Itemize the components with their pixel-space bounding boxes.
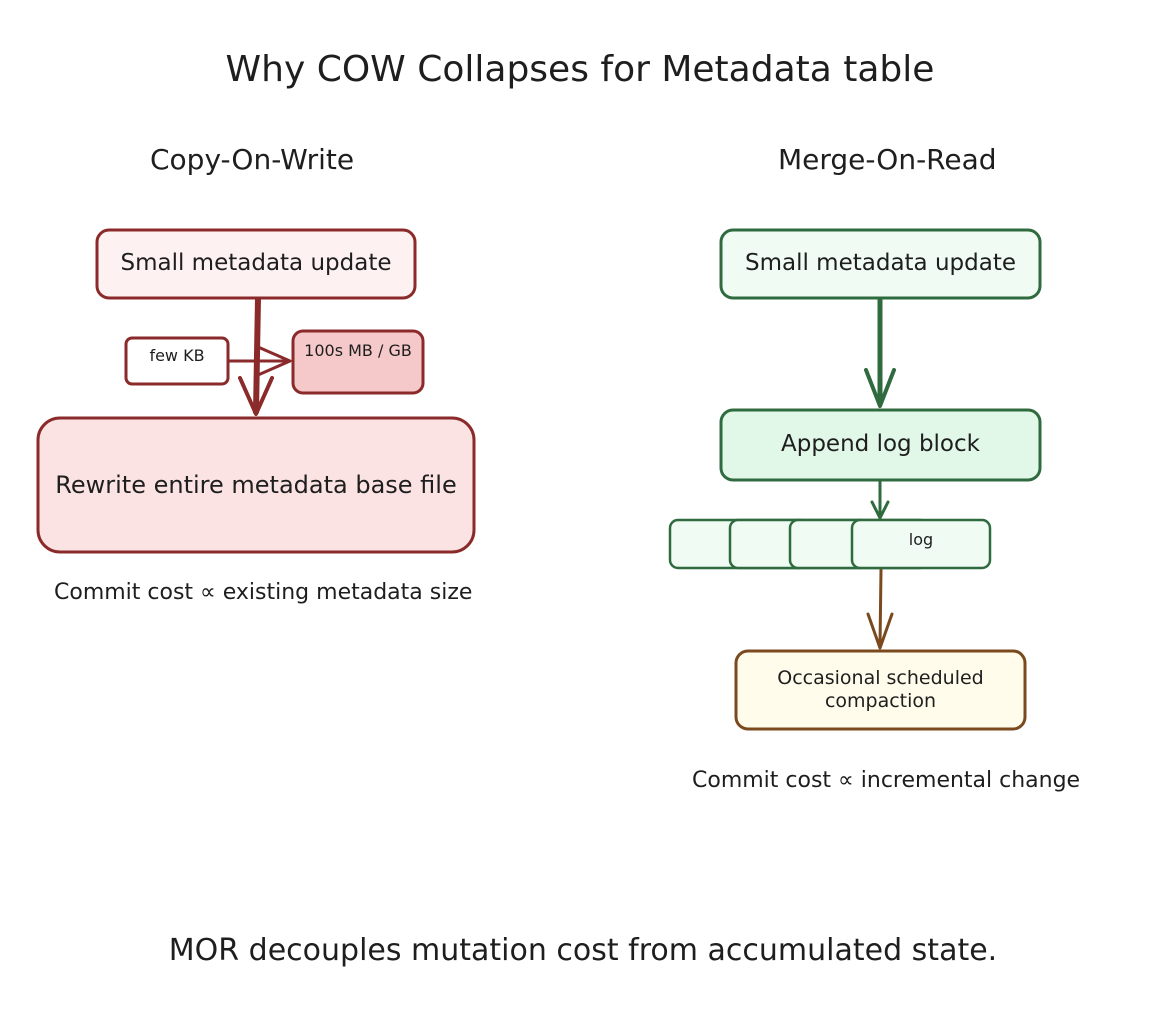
mor-compaction-box (734, 649, 1027, 731)
mor-compaction-arrow-head (866, 612, 894, 650)
mor-append-label: Append log block (781, 431, 980, 458)
mor-log-label: log (908, 530, 934, 550)
mor-log-arrow-head (870, 500, 890, 520)
mor-caption: Commit cost ∝ incremental change (692, 768, 1081, 793)
cow-caption: Commit cost ∝ existing metadata size (54, 580, 473, 605)
cow-large-size-box (291, 329, 425, 395)
mor-heading: Merge-On-Read (778, 143, 997, 176)
cow-size-arrow-head (257, 345, 292, 377)
cow-rewrite-label: Rewrite entire metadata base file (55, 470, 457, 499)
cow-small-size-label: few KB (149, 346, 205, 366)
mor-main-arrow-head (864, 368, 896, 408)
cow-small-size-box (124, 336, 230, 386)
log-block-front (850, 518, 992, 570)
cow-update-label: Small metadata update (120, 250, 392, 277)
footer-statement: MOR decouples mutation cost from accumul… (168, 933, 998, 968)
cow-heading: Copy-On-Write (150, 143, 355, 176)
cow-rewrite-box (36, 416, 476, 554)
cow-large-size-label: 100s MB / GB (304, 341, 412, 360)
mor-compaction-label: Occasional scheduled compaction (777, 667, 984, 712)
mor-compaction-arrow-line (878, 568, 883, 648)
mor-update-box (719, 228, 1042, 300)
cow-main-arrow-head (238, 376, 274, 416)
cow-update-box (95, 228, 417, 300)
mor-update-label: Small metadata update (744, 250, 1016, 277)
diagram-title: Why COW Collapses for Metadata table (225, 49, 935, 90)
mor-append-box (719, 408, 1042, 482)
cow-main-arrow-line (253, 295, 261, 415)
